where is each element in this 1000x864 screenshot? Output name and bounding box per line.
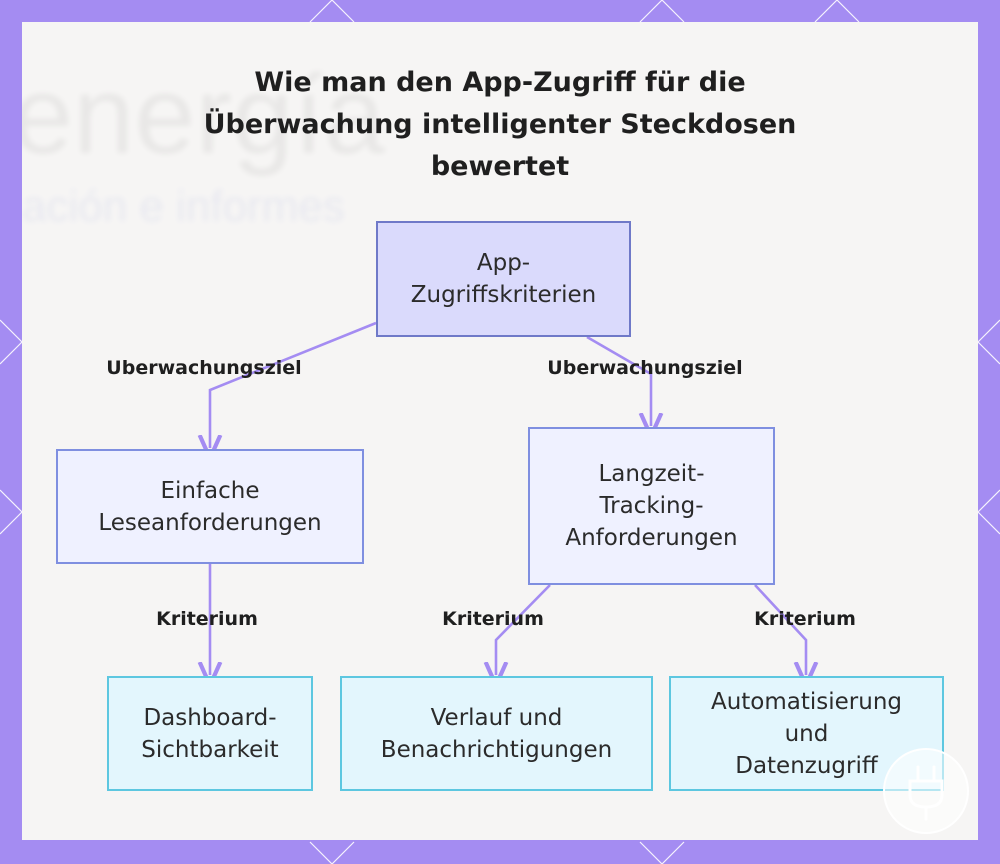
edge-label: Uberwachungsziel bbox=[547, 357, 743, 379]
node-label: Verlauf und Benachrichtigungen bbox=[380, 704, 613, 763]
node-label: App- Zugriffskriterien bbox=[410, 250, 597, 308]
title-line: bewertet bbox=[430, 151, 570, 182]
edge-label: Kriterium bbox=[156, 608, 258, 630]
edge-root-longterm bbox=[586, 335, 651, 426]
edge-label: Kriterium bbox=[442, 608, 544, 630]
node-label: Einfache Leseanforderungen bbox=[98, 477, 322, 536]
node-long-term-tracking: Langzeit- Tracking- Anforderungen bbox=[528, 427, 775, 585]
edge-longterm-history bbox=[496, 584, 551, 675]
edge-root-simple bbox=[210, 321, 377, 448]
background-word: energía bbox=[22, 54, 386, 177]
edge-label: Kriterium bbox=[754, 608, 856, 630]
title-line: Wie man den App-Zugriff für die bbox=[254, 67, 746, 98]
node-simple-read-requirements: Einfache Leseanforderungen bbox=[56, 449, 364, 564]
background-subtitle: ación e informes bbox=[22, 182, 345, 231]
edge-longterm-automation bbox=[754, 584, 806, 675]
node-label: Langzeit- Tracking- Anforderungen bbox=[565, 461, 738, 551]
node-label: Dashboard- Sichtbarkeit bbox=[141, 704, 279, 763]
diagram-title: Wie man den App-Zugriff für die Überwach… bbox=[0, 62, 1000, 188]
node-app-access-criteria: App- Zugriffskriterien bbox=[376, 221, 631, 337]
node-label: Automatisierung und Datenzugriff bbox=[710, 688, 903, 779]
node-dashboard-visibility: Dashboard- Sichtbarkeit bbox=[107, 676, 313, 791]
title-line: Überwachung intelligenter Steckdosen bbox=[203, 109, 797, 140]
edge-label: Uberwachungsziel bbox=[106, 357, 302, 379]
node-history-notifications: Verlauf und Benachrichtigungen bbox=[340, 676, 653, 791]
power-plug-icon bbox=[883, 748, 969, 834]
